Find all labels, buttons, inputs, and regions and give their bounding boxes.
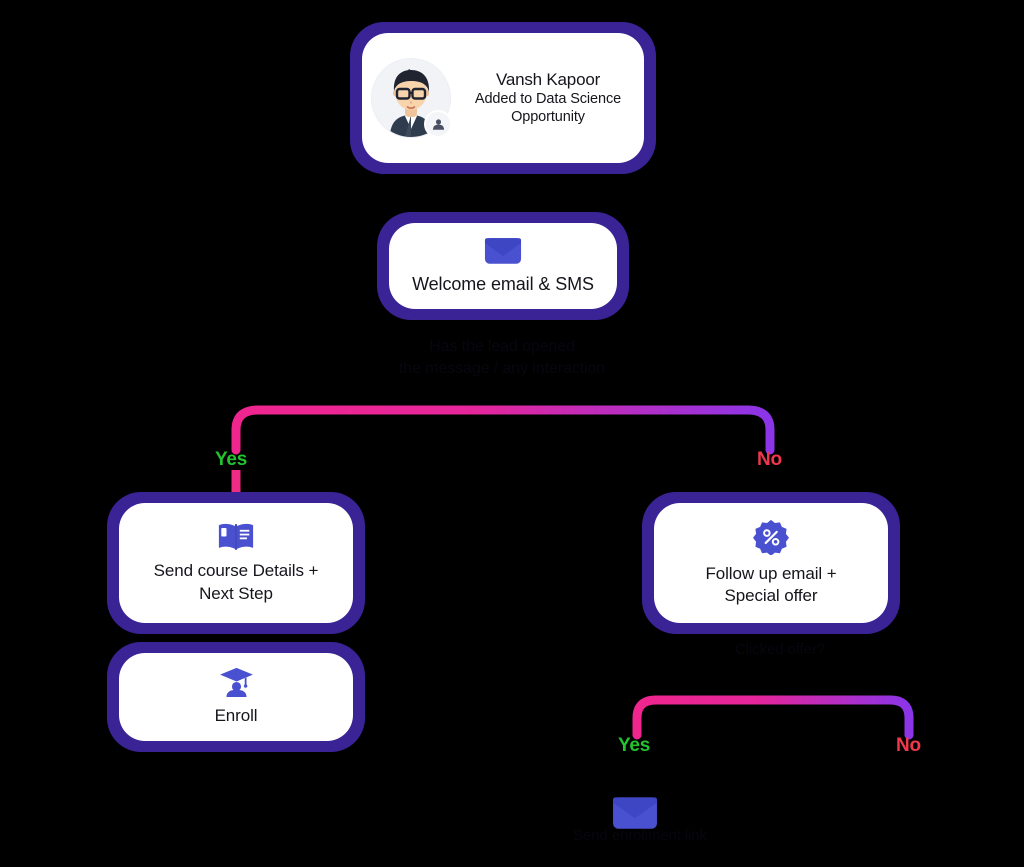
graduation-cap-icon (218, 666, 255, 698)
percent-badge-icon (753, 519, 789, 556)
node-send-enrollment-link[interactable] (612, 795, 658, 838)
node-follow-up-offer[interactable]: Follow up email + Special offer (642, 492, 900, 634)
node-welcome-email-sms[interactable]: Welcome email & SMS (377, 212, 629, 320)
lead-name: Vansh Kapoor (495, 69, 601, 89)
decision-caption-open: Has the lead opened the message / any in… (398, 338, 606, 377)
node-enroll[interactable]: Enroll (107, 642, 365, 752)
lead-subtitle: Added to Data Science Opportunity (474, 90, 622, 125)
branch-label-yes-2: Yes (618, 735, 651, 756)
caption-send-enrollment-link: Send enrollment link (573, 827, 707, 844)
branch-label-no-1: No (757, 449, 782, 470)
node-send-course-details[interactable]: Send course Details + Next Step (107, 492, 365, 634)
node-lead-card[interactable]: Vansh Kapoor Added to Data Science Oppor… (350, 22, 656, 174)
avatar (372, 59, 452, 138)
contact-badge-icon (424, 110, 452, 138)
person-avatar-icon (372, 59, 450, 137)
node-enroll-label: Enroll (214, 706, 258, 726)
decision-caption-click: Clicked offer? (734, 641, 826, 658)
branch-label-yes-1: Yes (215, 449, 248, 470)
envelope-icon (484, 236, 522, 265)
node-course-label: Send course Details + Next Step (153, 561, 319, 603)
branch-label-no-2: No (896, 735, 921, 756)
envelope-icon (612, 795, 658, 830)
node-welcome-label: Welcome email & SMS (412, 273, 594, 294)
open-book-icon (217, 521, 255, 552)
wire-decision1-split (231, 405, 775, 455)
node-followup-label: Follow up email + Special offer (705, 563, 837, 605)
wire-decision2-split (632, 695, 914, 740)
